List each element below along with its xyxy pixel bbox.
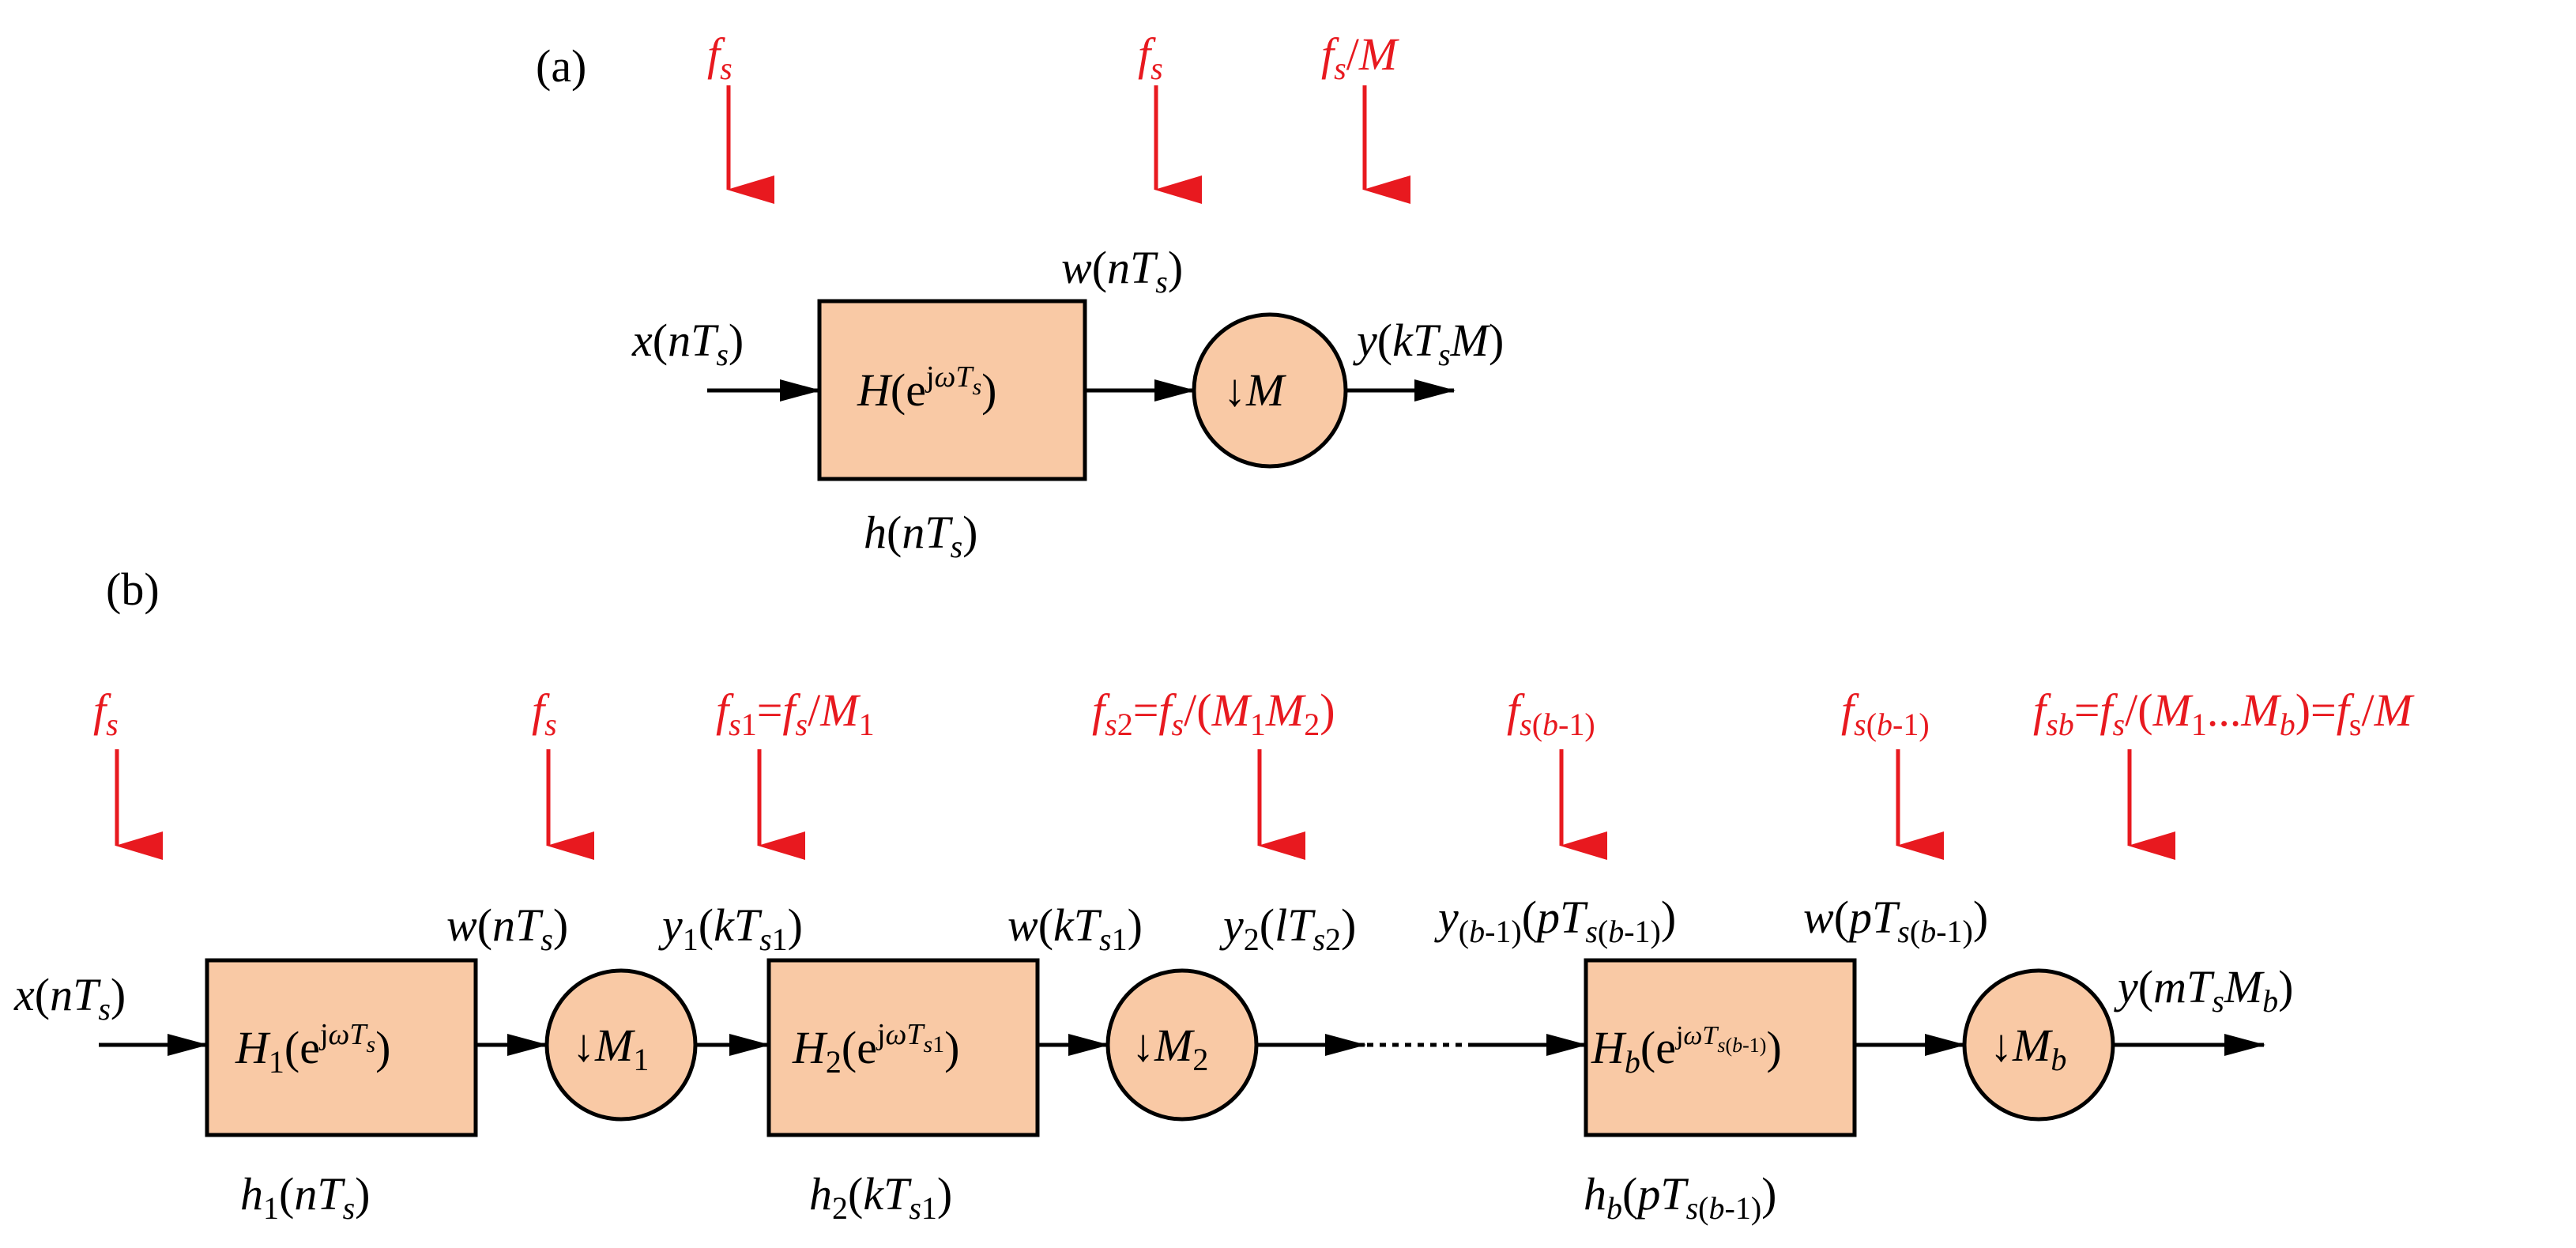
rate-label: fs2=fs/(M1M2): [1092, 684, 1335, 742]
filter-b-impulse-response: hb(pTs(b-1)): [1584, 1168, 1776, 1226]
panel-a-decimator-label: ↓M: [1223, 364, 1286, 416]
panel-a-input-signal: x(nTs): [631, 315, 744, 372]
panel-b-signal-w1: w(nTs): [446, 899, 568, 957]
panel-b-rate-3: fs1=fs/M1: [716, 684, 875, 860]
panel-a-filter-block: [817, 299, 1087, 481]
rate-label: fs(b-1): [1507, 684, 1595, 742]
rate-label: fs: [1138, 28, 1163, 86]
panel-b-signal-wb: w(pTs(b-1)): [1803, 892, 1988, 949]
filter-2-transfer-function: H2(ejωTs1): [792, 1018, 960, 1080]
panel-b-rate-6: fs(b-1): [1841, 684, 1944, 860]
decimator-1-label: ↓M1: [572, 1020, 649, 1077]
panel-a-impulse-response: h(nTs): [864, 507, 978, 564]
panel-b-signal-y1: y1(kTs1): [658, 899, 803, 957]
panel-b-rate-7: fsb=fs/(M1...Mb)=fs/M: [2033, 684, 2415, 860]
panel-b-filter-1: [205, 958, 478, 1137]
panel-b-filter-b: [1584, 958, 1857, 1137]
panel-b-signal-y-prev: y(b-1)(pTs(b-1)): [1434, 892, 1676, 949]
decimator-2-label: ↓M2: [1132, 1020, 1208, 1077]
panel-a-output-signal: y(kTsM): [1353, 315, 1504, 372]
filter-1-impulse-response: h1(nTs): [240, 1168, 371, 1226]
panel-a-intermediate-signal: w(nTs): [1061, 242, 1183, 300]
panel-b-label: (b): [106, 564, 160, 615]
panel-b-signal-y2: y2(lTs2): [1219, 899, 1356, 957]
filter-1-transfer-function: H1(ejωTs): [235, 1018, 391, 1080]
panel-a-rate-output: fs/M: [1321, 28, 1410, 204]
rate-label: fs: [707, 28, 733, 86]
panel-b-rate-2: fs: [532, 684, 594, 860]
rate-label: fs: [93, 684, 119, 742]
panel-a-label: (a): [536, 40, 586, 92]
panel-b-rate-1: fs: [93, 684, 163, 860]
panel-a-rate-filter-out: fs: [1138, 28, 1202, 204]
rate-label: fsb=fs/(M1...Mb)=fs/M: [2033, 684, 2415, 742]
panel-b-rate-5: fs(b-1): [1507, 684, 1607, 860]
rate-label: fs/M: [1321, 28, 1399, 86]
panel-a-rate-input: fs: [707, 28, 774, 204]
panel-b-filter-2: [766, 958, 1040, 1137]
rate-label: fs: [532, 684, 557, 742]
filter-b-transfer-function: Hb(ejωTs(b-1)): [1591, 1021, 1782, 1080]
rate-label: fs1=fs/M1: [716, 684, 875, 742]
panel-b-output-signal: y(mTsMb): [2114, 961, 2293, 1019]
panel-b: (b) fs fs fs1=fs/M1 fs2=fs/(M1M2) fs(b-1…: [13, 564, 2415, 1226]
rate-label: fs(b-1): [1841, 684, 1930, 742]
panel-b-input-signal: x(nTs): [13, 969, 126, 1027]
panel-a: (a) fs fs fs/M x(nTs) H(ejωTs) h(nTs) w(…: [536, 28, 1504, 564]
panel-b-rate-4: fs2=fs/(M1M2): [1092, 684, 1335, 860]
panel-b-signal-w2: w(kTs1): [1007, 899, 1143, 957]
filter-2-impulse-response: h2(kTs1): [809, 1168, 952, 1226]
